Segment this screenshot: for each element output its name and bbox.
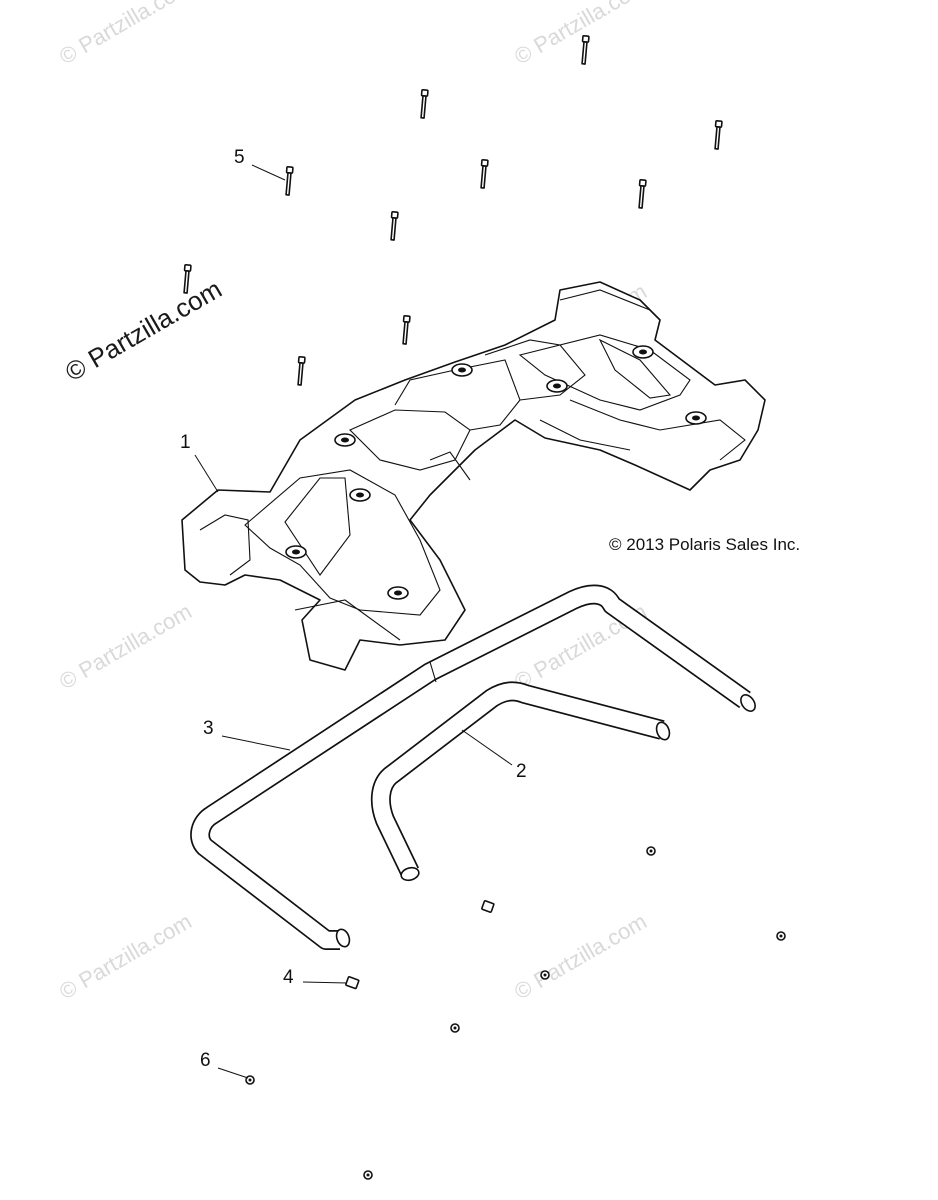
bolts — [183, 35, 723, 386]
rack-bosses — [285, 345, 707, 600]
watermark: © Partzilla.com — [55, 0, 196, 69]
watermark: © Partzilla.com — [510, 0, 651, 69]
bolt — [390, 211, 399, 241]
copyright-text: © 2013 Polaris Sales Inc. — [609, 535, 800, 554]
bolt — [297, 356, 306, 386]
rack — [181, 281, 766, 671]
watermark-main: © Partzilla.com — [60, 274, 227, 388]
callout-1: 1 — [180, 432, 191, 453]
nut — [245, 1075, 255, 1085]
callout-5: 5 — [234, 147, 245, 168]
leader-lines — [194, 164, 513, 1079]
watermark: © Partzilla.com — [55, 909, 196, 1005]
clips — [345, 900, 495, 990]
clip — [345, 976, 360, 990]
rail-inner — [370, 681, 671, 882]
watermark: © Partzilla.com — [55, 599, 196, 695]
callout-2: 2 — [516, 761, 527, 782]
clip — [481, 900, 495, 913]
nut — [363, 1170, 373, 1180]
bolt — [714, 120, 723, 150]
nuts — [245, 846, 786, 1180]
nut — [646, 846, 656, 856]
bolt — [638, 179, 647, 209]
bolt — [480, 159, 489, 189]
nut — [540, 970, 550, 980]
bolt — [183, 264, 192, 294]
nut — [450, 1023, 460, 1033]
bolt — [285, 166, 294, 196]
bolt — [581, 35, 590, 65]
watermark: © Partzilla.com — [510, 909, 651, 1005]
rail-outer — [190, 584, 756, 950]
nut — [776, 931, 786, 941]
bolt — [420, 89, 429, 119]
bolt — [402, 315, 411, 345]
callout-6: 6 — [200, 1050, 211, 1071]
callout-4: 4 — [283, 967, 294, 988]
callout-3: 3 — [203, 718, 214, 739]
callouts: 1 2 3 4 5 6 — [180, 147, 527, 1071]
